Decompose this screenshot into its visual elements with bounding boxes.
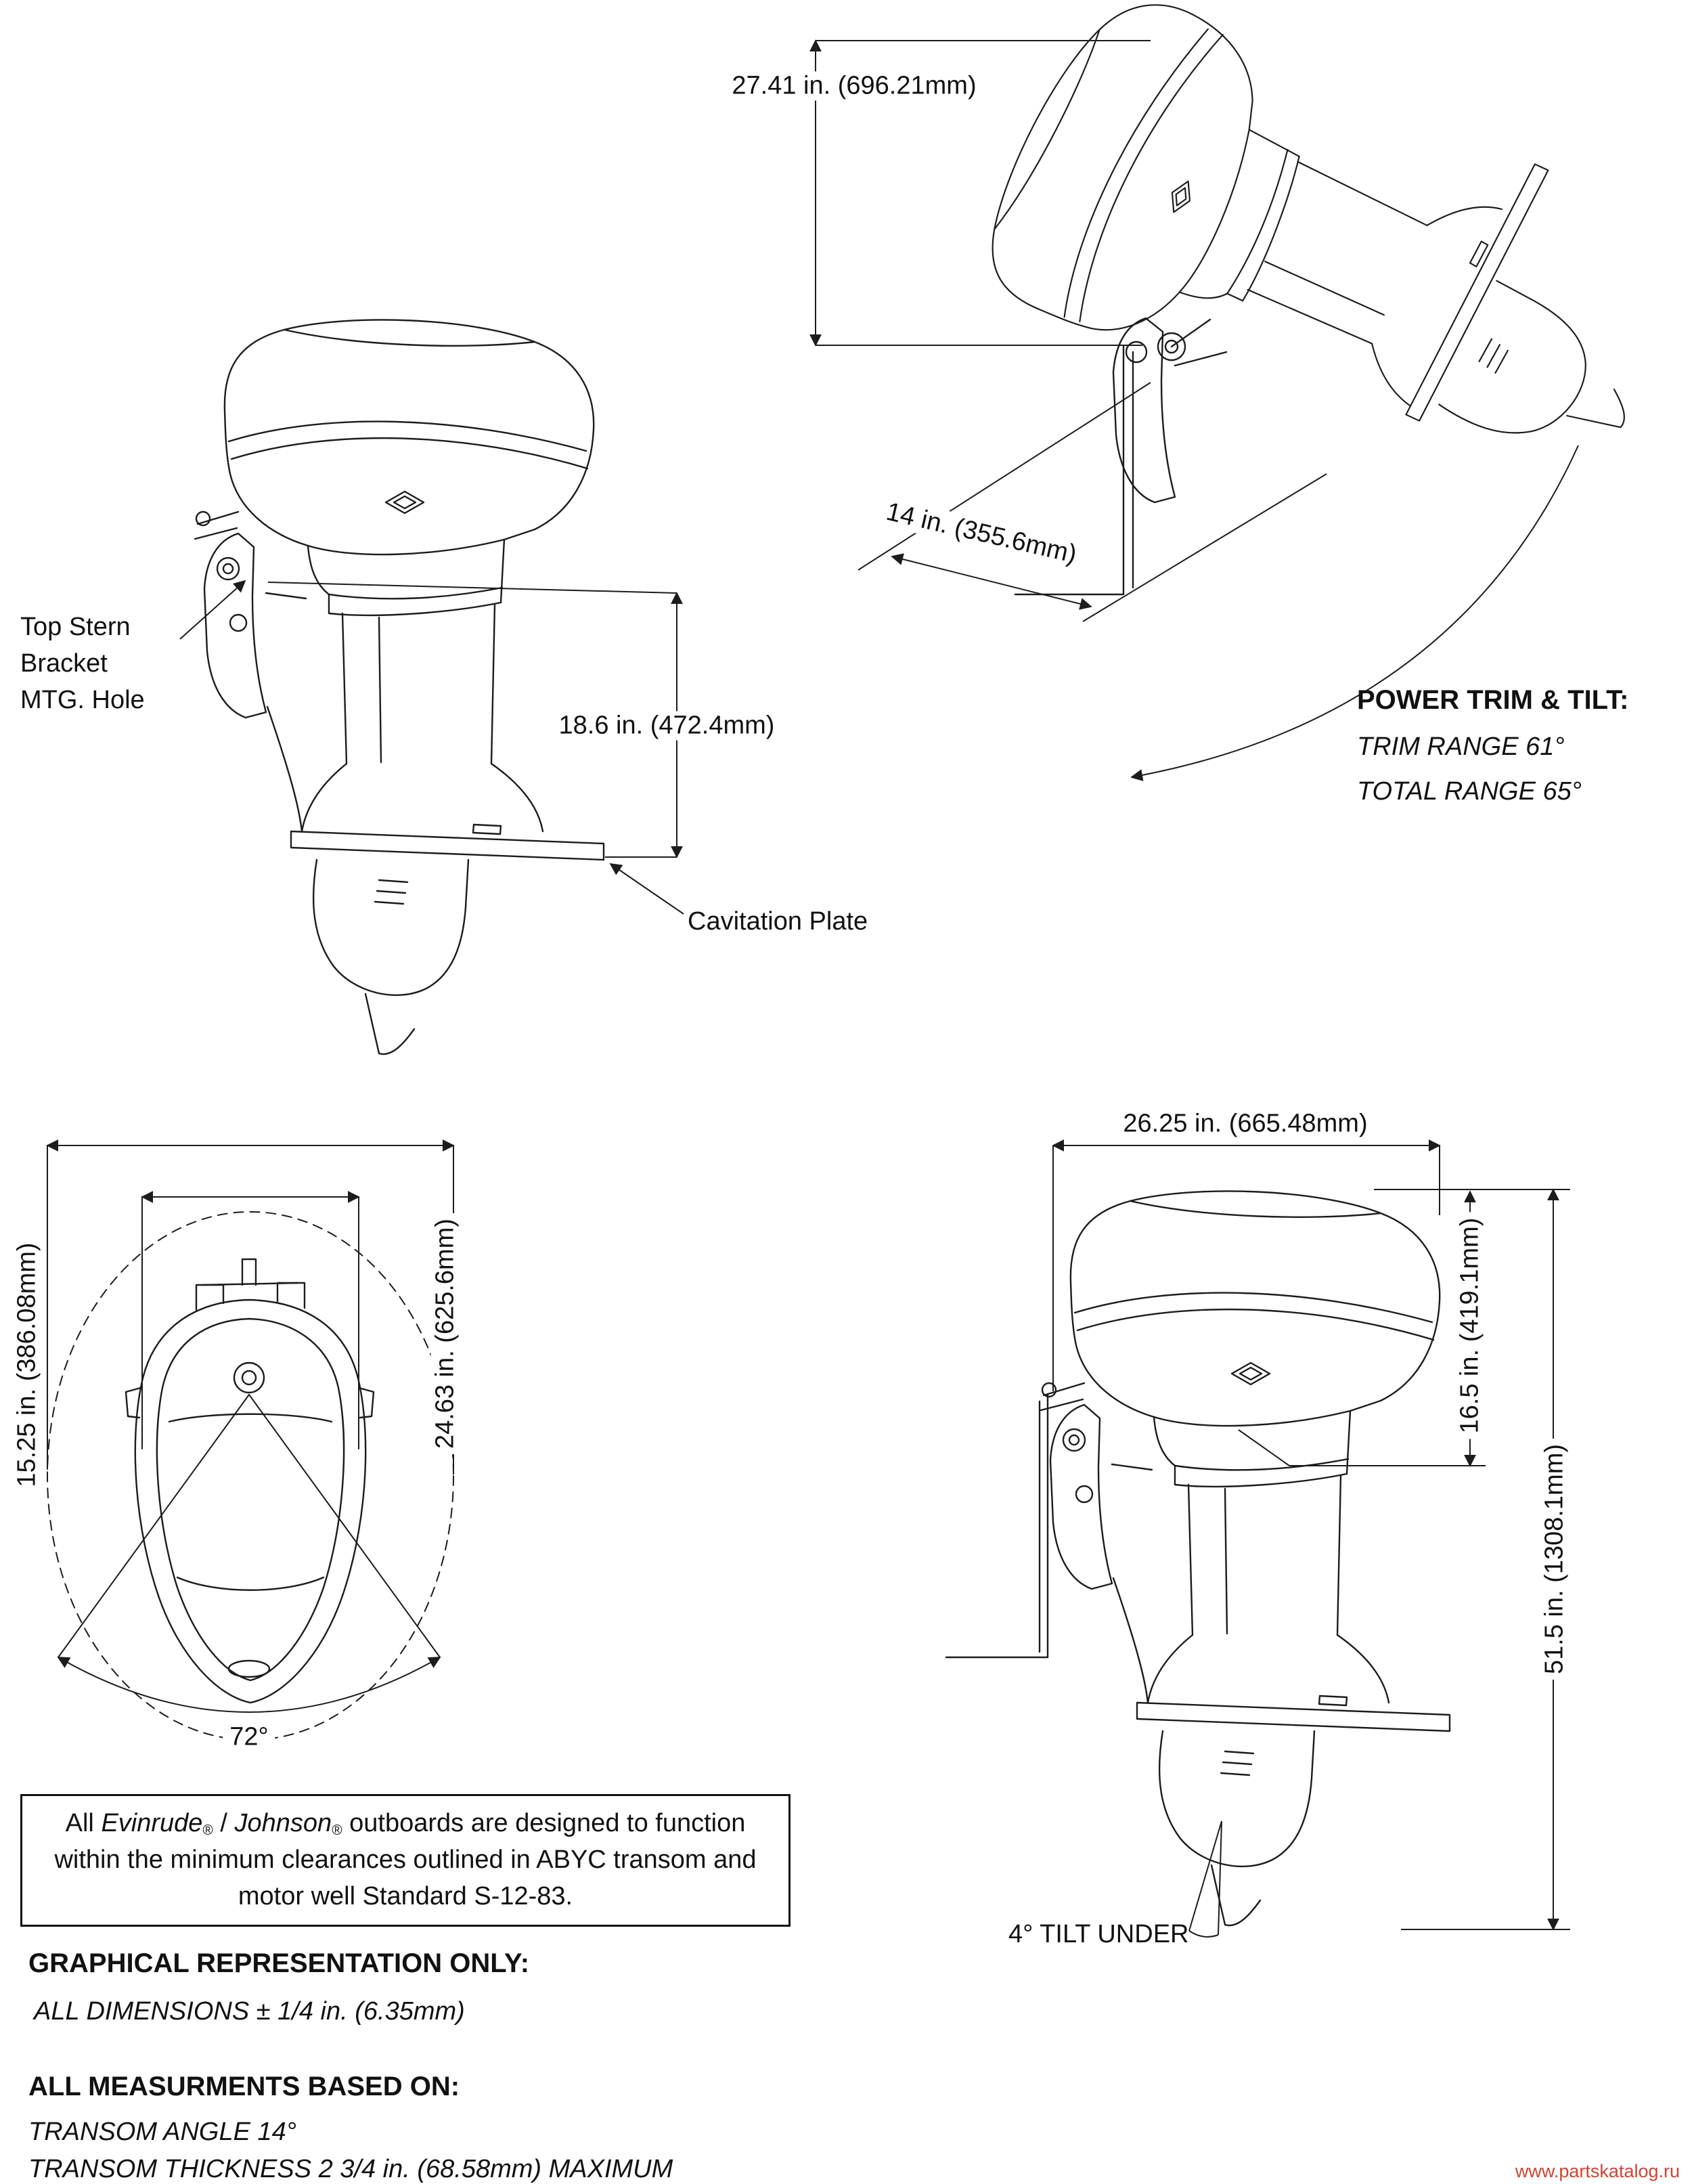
top-view-drawing bbox=[46, 1139, 455, 1741]
dim-label-transom-length: 26.25 in. (665.48mm) bbox=[1116, 1109, 1375, 1139]
steering-angle-label: 72° bbox=[223, 1722, 275, 1752]
brand-johnson: Johnson bbox=[234, 1809, 332, 1837]
clearance-note-box: All Evinrude® / Johnson® outboards are d… bbox=[20, 1794, 791, 1927]
clearance-text-part3: outboards are designed to function withi… bbox=[54, 1809, 757, 1910]
dim-label-side-height: 18.6 in. (472.4mm) bbox=[552, 711, 782, 741]
clearance-text-part1: All bbox=[65, 1809, 102, 1837]
registered-mark-icon: ® bbox=[202, 1822, 213, 1839]
tilt-view-dimension-lines bbox=[809, 39, 1579, 781]
top-view-dimension-lines bbox=[46, 1139, 455, 1713]
dim-label-mount-height: 16.5 in. (419.1mm) bbox=[1455, 1212, 1485, 1439]
measurements-title: ALL MEASURMENTS BASED ON: bbox=[28, 2072, 460, 2101]
steering-swing-envelope bbox=[47, 1211, 454, 1741]
dim-label-top-length: 24.63 in. (625.6mm) bbox=[430, 1213, 460, 1455]
top-stern-bracket-label: Top Stern Bracket MTG. Hole bbox=[20, 613, 145, 714]
watermark: www.partskatalog.ru bbox=[1515, 2161, 1680, 2181]
dimensions-tolerance-note: ALL DIMENSIONS ± 1/4 in. (6.35mm) bbox=[34, 1997, 465, 2026]
dim-label-tilt-height: 27.41 in. (696.21mm) bbox=[725, 71, 983, 101]
transom-angle-note: TRANSOM ANGLE 14° bbox=[28, 2118, 296, 2146]
graphical-representation-title: GRAPHICAL REPRESENTATION ONLY: bbox=[28, 1948, 530, 1978]
brand-evinrude: Evinrude bbox=[101, 1809, 203, 1837]
steering-arc bbox=[57, 1657, 441, 1713]
side-view-dimension-lines bbox=[179, 580, 684, 915]
total-range-label: TOTAL RANGE 65° bbox=[1357, 777, 1582, 806]
dim-label-overall-height: 51.5 in. (1308.1mm) bbox=[1540, 1438, 1569, 1680]
tilt-view-drawing bbox=[809, 0, 1692, 781]
power-trim-title: POWER TRIM & TILT: bbox=[1357, 685, 1629, 715]
side-view-drawing bbox=[179, 320, 684, 1054]
transom-lines bbox=[945, 1393, 1049, 1659]
registered-mark-icon: ® bbox=[332, 1822, 342, 1839]
transom-view-dimension-lines bbox=[1052, 1139, 1570, 1938]
trim-arc bbox=[1130, 445, 1579, 781]
tilt-under-label: 4° TILT UNDER bbox=[1008, 1920, 1189, 1948]
clearance-text-part2: / bbox=[213, 1809, 235, 1837]
dim-label-top-width: 15.25 in. (386.08mm) bbox=[12, 1237, 42, 1493]
cavitation-plate-label: Cavitation Plate bbox=[688, 907, 868, 936]
transom-thickness-note: TRANSOM THICKNESS 2 3/4 in. (68.58mm) MA… bbox=[28, 2155, 673, 2183]
trim-range-label: TRIM RANGE 61° bbox=[1357, 733, 1565, 761]
